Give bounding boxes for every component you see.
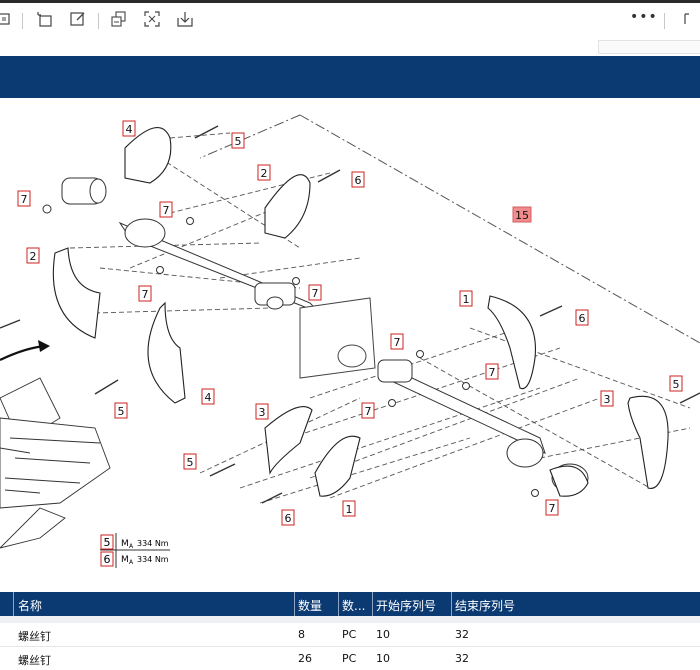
window-top-edge — [0, 0, 700, 3]
svg-text:5: 5 — [235, 135, 242, 148]
column-divider — [294, 592, 295, 616]
multi-select-icon[interactable] — [109, 9, 129, 29]
callout-label[interactable]: 5 — [183, 453, 197, 470]
svg-text:5: 5 — [104, 536, 111, 549]
table-row[interactable]: 螺丝钉 8 PC 10 32 — [0, 623, 700, 647]
callout-label[interactable]: 1 — [459, 290, 473, 307]
svg-text:5: 5 — [118, 405, 125, 418]
svg-text:4: 4 — [205, 391, 212, 404]
cell-quantity: 8 — [298, 628, 305, 641]
svg-text:7: 7 — [365, 405, 372, 418]
parts-table-header: 名称 数量 数... 开始序列号 结束序列号 — [0, 592, 700, 616]
page-banner — [0, 56, 700, 98]
callout-label[interactable]: 4 — [201, 388, 215, 405]
svg-text:7: 7 — [142, 288, 149, 301]
callout-label[interactable]: 2 — [26, 247, 40, 264]
fit-screen-icon[interactable] — [142, 9, 162, 29]
parts-table: 名称 数量 数... 开始序列号 结束序列号 螺丝钉 8 PC 10 32 螺丝… — [0, 592, 700, 670]
download-icon[interactable] — [175, 9, 195, 29]
callout-label[interactable]: 3 — [600, 390, 614, 407]
svg-text:7: 7 — [163, 204, 170, 217]
callout-label[interactable]: 7 — [138, 285, 152, 302]
svg-text:5: 5 — [673, 378, 680, 391]
svg-text:M: M — [121, 539, 129, 549]
cell-name: 螺丝钉 — [18, 630, 51, 643]
callout-label[interactable]: 5 — [669, 375, 683, 392]
expand-icon[interactable] — [680, 9, 700, 29]
svg-text:A: A — [129, 559, 134, 566]
column-header-quantity[interactable]: 数量 — [298, 599, 323, 613]
svg-text:7: 7 — [21, 193, 28, 206]
search-field-edge[interactable] — [598, 40, 700, 54]
svg-text:2: 2 — [261, 167, 268, 180]
toolbar-divider — [98, 13, 99, 29]
svg-text:334 Nm: 334 Nm — [137, 539, 169, 548]
callout-label[interactable]: 2 — [257, 164, 271, 181]
column-divider — [451, 592, 452, 616]
svg-text:6: 6 — [285, 512, 292, 525]
exploded-parts-diagram: 4 5 2 6 7 7 2 7 7 15 1 6 7 7 4 5 7 3 3 5… — [0, 98, 700, 592]
table-row[interactable]: 螺丝钉 26 PC 10 32 — [0, 647, 700, 670]
column-divider — [372, 592, 373, 616]
svg-text:2: 2 — [30, 250, 37, 263]
svg-text:M: M — [121, 555, 129, 565]
cell-end-serial: 32 — [455, 652, 469, 665]
cell-unit: PC — [342, 628, 357, 641]
callout-label[interactable]: 5 — [114, 402, 128, 419]
svg-text:334 Nm: 334 Nm — [137, 555, 169, 564]
cell-name: 螺丝钉 — [18, 654, 51, 667]
torque-spec-table: 5 M A 334 Nm 6 M A 334 Nm — [100, 533, 170, 568]
svg-text:15: 15 — [515, 209, 529, 222]
cell-start-serial: 10 — [376, 628, 390, 641]
cell-quantity: 26 — [298, 652, 312, 665]
cell-end-serial: 32 — [455, 628, 469, 641]
callout-label[interactable]: 5 — [231, 132, 245, 149]
viewer-toolbar: ••• — [0, 3, 700, 37]
callout-label[interactable]: 6 — [575, 309, 589, 326]
svg-text:1: 1 — [346, 503, 353, 516]
more-options-button[interactable]: ••• — [630, 9, 658, 25]
svg-text:6: 6 — [355, 174, 362, 187]
svg-text:4: 4 — [126, 123, 133, 136]
column-header-unit[interactable]: 数... — [342, 599, 366, 613]
svg-text:7: 7 — [489, 366, 496, 379]
callout-label[interactable]: 6 — [281, 509, 295, 526]
callout-label[interactable]: 4 — [122, 120, 136, 137]
svg-text:5: 5 — [187, 456, 194, 469]
column-header-name[interactable]: 名称 — [18, 599, 43, 613]
callout-label[interactable]: 7 — [17, 190, 31, 207]
cell-start-serial: 10 — [376, 652, 390, 665]
list-icon[interactable] — [0, 9, 14, 29]
toolbar-divider — [22, 13, 23, 29]
svg-text:A: A — [129, 543, 134, 550]
svg-text:3: 3 — [604, 393, 611, 406]
svg-text:3: 3 — [259, 406, 266, 419]
toolbar-divider — [664, 13, 665, 29]
cell-unit: PC — [342, 652, 357, 665]
callout-label[interactable]: 7 — [308, 284, 322, 301]
svg-text:6: 6 — [104, 553, 111, 566]
column-header-start-serial[interactable]: 开始序列号 — [376, 599, 437, 613]
column-divider — [13, 592, 14, 616]
callout-label[interactable]: 7 — [361, 402, 375, 419]
column-divider — [338, 592, 339, 616]
rotate-icon[interactable] — [34, 9, 54, 29]
callout-label[interactable]: 7 — [545, 499, 559, 516]
edit-icon[interactable] — [68, 9, 88, 29]
svg-text:7: 7 — [394, 336, 401, 349]
svg-text:7: 7 — [549, 502, 556, 515]
svg-text:1: 1 — [463, 293, 470, 306]
callout-label[interactable]: 7 — [485, 363, 499, 380]
callout-label-highlighted[interactable]: 15 — [512, 206, 532, 223]
column-header-end-serial[interactable]: 结束序列号 — [455, 599, 516, 613]
callout-label[interactable]: 7 — [390, 333, 404, 350]
callout-label[interactable]: 6 — [351, 171, 365, 188]
callout-label[interactable]: 3 — [255, 403, 269, 420]
svg-text:7: 7 — [312, 287, 319, 300]
table-spacer — [0, 616, 700, 623]
callout-label[interactable]: 1 — [342, 500, 356, 517]
callout-label[interactable]: 7 — [159, 201, 173, 218]
svg-text:6: 6 — [579, 312, 586, 325]
